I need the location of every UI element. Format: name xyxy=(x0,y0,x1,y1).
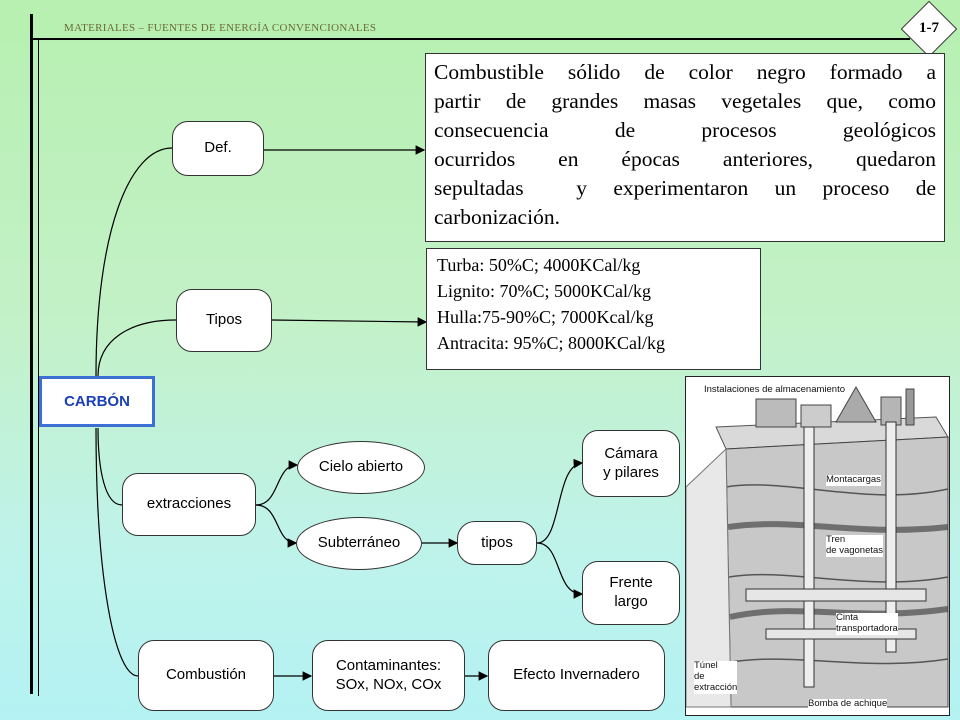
edge-tipos-frente xyxy=(536,542,584,599)
node-underground: Subterráneo xyxy=(296,517,422,570)
definition-line-1: Combustible sólido de color negro formad… xyxy=(434,60,936,84)
edge-root-def xyxy=(95,147,173,377)
edge-root-extr xyxy=(97,427,123,506)
label-wagon-train-1: Tren xyxy=(826,534,846,545)
edge-tipos-camara xyxy=(536,458,584,544)
definition-text-box: Combustible sólido de color negro formad… xyxy=(425,53,945,242)
type-antracita: Antracita: 95%C; 8000KCal/kg xyxy=(437,333,665,353)
label-conveyor-1: Cinta xyxy=(836,612,859,623)
edge-tipos-list xyxy=(271,317,428,327)
edge-extr-under xyxy=(255,504,298,548)
definition-line-6: carbonización. xyxy=(434,205,560,229)
label-storage: Instalaciones de almacenamiento xyxy=(704,384,846,395)
node-definition: Def. xyxy=(172,121,264,176)
mine-cross-section-drawing xyxy=(686,385,949,708)
definition-line-2: partir de grandes masas vegetales que, c… xyxy=(434,89,936,113)
pollutants-line-2: SOx, NOx, COx xyxy=(335,675,442,693)
label-shaft-2: de xyxy=(694,670,705,682)
room-and-pillar-line-1: Cámara xyxy=(604,444,658,462)
header-title: MATERIALES – FUENTES DE ENERGÍA CONVENCI… xyxy=(64,22,377,34)
pollutants-line-1: Contaminantes: xyxy=(335,656,442,674)
node-combustion: Combustión xyxy=(138,640,274,711)
node-greenhouse-effect: Efecto Invernadero xyxy=(488,640,665,711)
label-pump: Bomba de achique xyxy=(808,698,888,710)
node-mining-types: tipos xyxy=(457,521,537,565)
page-number: 1-7 xyxy=(919,20,939,36)
edge-extr-open xyxy=(255,460,299,506)
label-shaft: Túnel de extracción xyxy=(694,660,738,694)
edge-root-comb xyxy=(95,427,139,677)
node-longwall: Frente largo xyxy=(582,561,680,625)
mine-illustration: Instalaciones de almacenamiento Montacar… xyxy=(685,376,950,716)
room-and-pillar-line-2: y pilares xyxy=(603,463,659,481)
type-lignito: Lignito: 70%C; 5000KCal/kg xyxy=(437,281,651,301)
node-types: Tipos xyxy=(176,289,272,352)
node-pollutants: Contaminantes: SOx, NOx, COx xyxy=(312,640,465,711)
label-wagon-train: Tren de vagonetas xyxy=(826,534,884,557)
label-conveyor: Cinta transportadora xyxy=(836,612,898,635)
definition-line-5: sepultadas y experimentaron un proceso d… xyxy=(434,176,936,200)
type-hulla: Hulla:75-90%C; 7000Kcal/kg xyxy=(437,307,654,327)
definition-line-3: consecuencia de procesos geológicos xyxy=(434,118,936,142)
node-open-pit: Cielo abierto xyxy=(297,441,425,494)
label-shaft-3: extracción xyxy=(694,681,738,693)
types-list-box: Turba: 50%C; 4000KCal/kg Lignito: 70%C; … xyxy=(426,248,761,370)
node-room-and-pillar: Cámara y pilares xyxy=(582,430,680,497)
label-shaft-1: Túnel xyxy=(694,660,718,671)
node-extraction: extracciones xyxy=(122,473,256,536)
label-wagon-train-2: de vagonetas xyxy=(826,544,884,556)
top-rule xyxy=(30,38,910,40)
left-rule-inner xyxy=(38,40,39,696)
left-rule-outer xyxy=(30,14,33,694)
definition-line-4: ocurridos en épocas anteriores, quedaron xyxy=(434,147,936,171)
type-turba: Turba: 50%C; 4000KCal/kg xyxy=(437,255,641,275)
label-conveyor-2: transportadora xyxy=(836,622,898,634)
longwall-line-2: largo xyxy=(614,593,648,610)
label-hoist: Montacargas xyxy=(826,474,881,486)
root-node-carbon: CARBÓN xyxy=(39,376,155,427)
longwall-line-1: Frente xyxy=(609,574,653,592)
edge-root-tipos xyxy=(97,319,177,377)
